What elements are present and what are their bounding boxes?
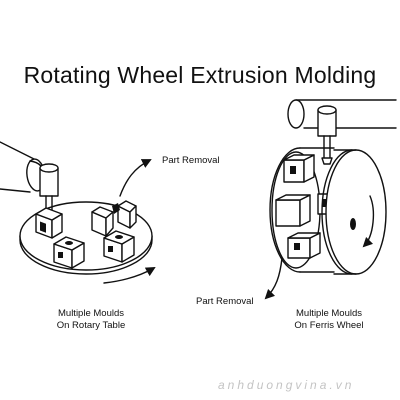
part-removal-arrow: [119, 159, 152, 197]
ferris-wheel-back-ring: [269, 147, 301, 273]
ferris-wheel-assembly: [264, 99, 397, 300]
ferris-part-removal-label: Part Removal: [196, 296, 254, 307]
part-removal-arrow: [264, 257, 283, 300]
rotary-caption-line1: Multiple Moulds: [58, 308, 124, 319]
mould-block: [275, 194, 311, 227]
rotary-part-removal-label: Part Removal: [162, 155, 220, 166]
wheel-rotation-arrow: [362, 195, 375, 248]
ferris-wheel-disc: [325, 149, 387, 275]
ferris-caption: Multiple Moulds On Ferris Wheel: [274, 308, 384, 332]
wheel-hub: [350, 218, 356, 230]
mould-block: [283, 154, 315, 183]
rotary-caption-line2: On Rotary Table: [56, 320, 126, 331]
rotation-arrow: [103, 267, 156, 284]
watermark: anhduongvina.vn: [218, 378, 355, 392]
diagram-title: Rotating Wheel Extrusion Molding: [23, 62, 377, 88]
extruder-barrel: [295, 99, 397, 129]
rotary-caption: Multiple Moulds On Rotary Table: [36, 308, 146, 332]
extruder-barrel: [0, 141, 37, 193]
mould-block: [35, 207, 63, 239]
mould-block: [287, 232, 321, 259]
ferris-caption-line2: On Ferris Wheel: [294, 320, 364, 331]
mould-block: [91, 200, 137, 237]
extruder-barrel-end: [287, 99, 305, 129]
rotary-table-assembly: [0, 141, 156, 284]
mould-block: [103, 230, 135, 263]
ferris-wheel-rim: [321, 149, 353, 275]
mould-block: [53, 236, 85, 269]
ferris-caption-line1: Multiple Moulds: [296, 308, 362, 319]
